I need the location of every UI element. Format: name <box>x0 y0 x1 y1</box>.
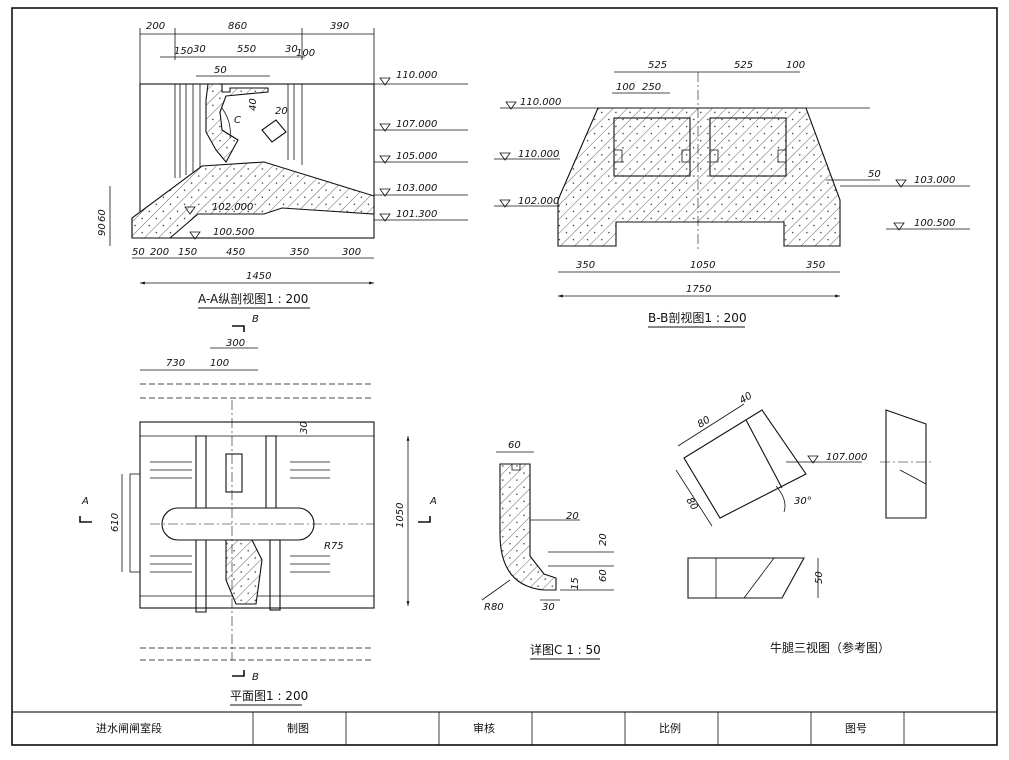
plan-view <box>129 383 375 661</box>
aa-dim-390: 390 <box>330 21 349 32</box>
tb-project-name: 进水闸闸室段 <box>96 721 162 735</box>
aa-bot-350: 350 <box>290 247 309 258</box>
detail-caption: 详图C 1 : 50 <box>530 642 601 657</box>
bb-sub-250: 250 <box>642 82 661 93</box>
aa-elev-110: 110.000 <box>396 70 437 81</box>
aa-elev-105: 105.000 <box>396 151 437 162</box>
aa-elev-102: 102.000 <box>212 202 253 213</box>
aa-elev-101: 101.300 <box>396 209 437 220</box>
detail-dim-60b: 60 <box>598 569 609 582</box>
aa-detail-marker: C <box>234 115 241 126</box>
aa-bot-150: 150 <box>178 247 197 258</box>
aa-sub-550: 550 <box>237 44 256 55</box>
aa-elev-107: 107.000 <box>396 119 437 130</box>
aa-bot-50: 50 <box>132 247 145 258</box>
bb-dim-525b: 525 <box>734 60 753 71</box>
tb-review-label: 审核 <box>473 721 495 735</box>
corbel-dim-80b: 80 <box>683 496 699 513</box>
aa-left-90: 90 <box>97 223 108 236</box>
plan-dim-300: 300 <box>226 338 245 349</box>
plan-section-a-left: A <box>81 496 89 507</box>
corbel-dim-50: 50 <box>814 571 825 584</box>
corbel-dim-40: 40 <box>738 390 755 406</box>
aa-bot-200: 200 <box>150 247 169 258</box>
aa-detail-20: 20 <box>275 106 288 117</box>
detail-dim-15: 15 <box>570 577 581 590</box>
bb-elev-102: 102.000 <box>518 196 559 207</box>
detail-radius: R80 <box>484 602 504 613</box>
aa-detail-40: 40 <box>248 98 259 111</box>
corbel-dim-80a: 80 <box>696 414 713 430</box>
detail-dim-20a: 20 <box>566 511 579 522</box>
bb-elev-100: 100.500 <box>914 218 955 229</box>
plan-section-b-top: B <box>252 314 259 325</box>
detail-c-view: 60 20 20 60 15 30 R80 详图C 1 : 50 <box>481 440 614 660</box>
aa-left-60: 60 <box>97 209 108 222</box>
tb-scale-label: 比例 <box>659 721 681 735</box>
bb-bot-1050: 1050 <box>690 260 715 271</box>
corbel-angle-30: 30° <box>794 496 812 507</box>
aa-caption: A-A纵剖视图1 : 200 <box>198 291 308 306</box>
bb-sub-100: 100 <box>616 82 635 93</box>
plan-dim-730: 730 <box>166 358 185 369</box>
plan-dim-1050: 1050 <box>395 503 406 528</box>
aa-dimensions: 200 860 390 150 30 550 30 100 50 40 20 C… <box>97 21 468 309</box>
corbel-views: 80 40 80 107.000 30° 50 牛腿三视图（参考图） <box>675 390 932 655</box>
tb-drawn-label: 制图 <box>287 722 309 735</box>
bb-caption: B-B剖视图1 : 200 <box>648 310 747 325</box>
bb-section-view <box>557 72 841 250</box>
aa-dim-200: 200 <box>146 21 165 32</box>
detail-dim-30: 30 <box>542 602 555 613</box>
bb-dim-50: 50 <box>868 169 881 180</box>
aa-section-view <box>131 83 375 239</box>
plan-section-b-bottom: B <box>252 672 259 683</box>
aa-dim-860: 860 <box>228 21 247 32</box>
plan-radius: R75 <box>324 541 344 552</box>
aa-sub-150: 150 <box>174 46 193 57</box>
plan-dim-610: 610 <box>110 513 121 532</box>
corbel-elev-107: 107.000 <box>826 452 867 463</box>
bb-overall-1750: 1750 <box>686 284 711 295</box>
detail-dim-60: 60 <box>508 440 521 451</box>
drawing-border <box>11 7 998 746</box>
detail-dim-20b: 20 <box>598 533 609 546</box>
aa-elev-103: 103.000 <box>396 183 437 194</box>
aa-overall-1450: 1450 <box>246 271 271 282</box>
plan-dim-30: 30 <box>299 421 310 434</box>
bb-bot-350a: 350 <box>576 260 595 271</box>
plan-dim-100: 100 <box>210 358 229 369</box>
aa-sub-30b: 30 <box>285 44 298 55</box>
aa-bot-300: 300 <box>342 247 361 258</box>
aa-detail-50: 50 <box>214 65 227 76</box>
tb-number-label: 图号 <box>845 722 867 735</box>
bb-elev-103: 103.000 <box>914 175 955 186</box>
aa-bot-450: 450 <box>226 247 245 258</box>
bb-bot-350b: 350 <box>806 260 825 271</box>
bb-elev-110b: 110.000 <box>518 149 559 160</box>
aa-sub-30a: 30 <box>193 44 206 55</box>
bb-dim-100: 100 <box>786 60 805 71</box>
bb-dimensions: 525 525 100 100 250 110.000 110.000 102.… <box>494 60 970 328</box>
title-block: 进水闸闸室段 制图 审核 比例 图号 <box>11 711 998 746</box>
aa-elev-100: 100.500 <box>213 227 254 238</box>
plan-dimensions: 730 100 300 30 610 1050 R75 A A B B 平面图1… <box>79 314 437 706</box>
bb-elev-110a: 110.000 <box>520 97 561 108</box>
plan-caption: 平面图1 : 200 <box>230 689 308 703</box>
bb-dim-525a: 525 <box>648 60 667 71</box>
plan-section-a-right: A <box>429 496 437 507</box>
corbel-caption: 牛腿三视图（参考图） <box>770 640 890 655</box>
aa-sub-100: 100 <box>296 48 315 59</box>
